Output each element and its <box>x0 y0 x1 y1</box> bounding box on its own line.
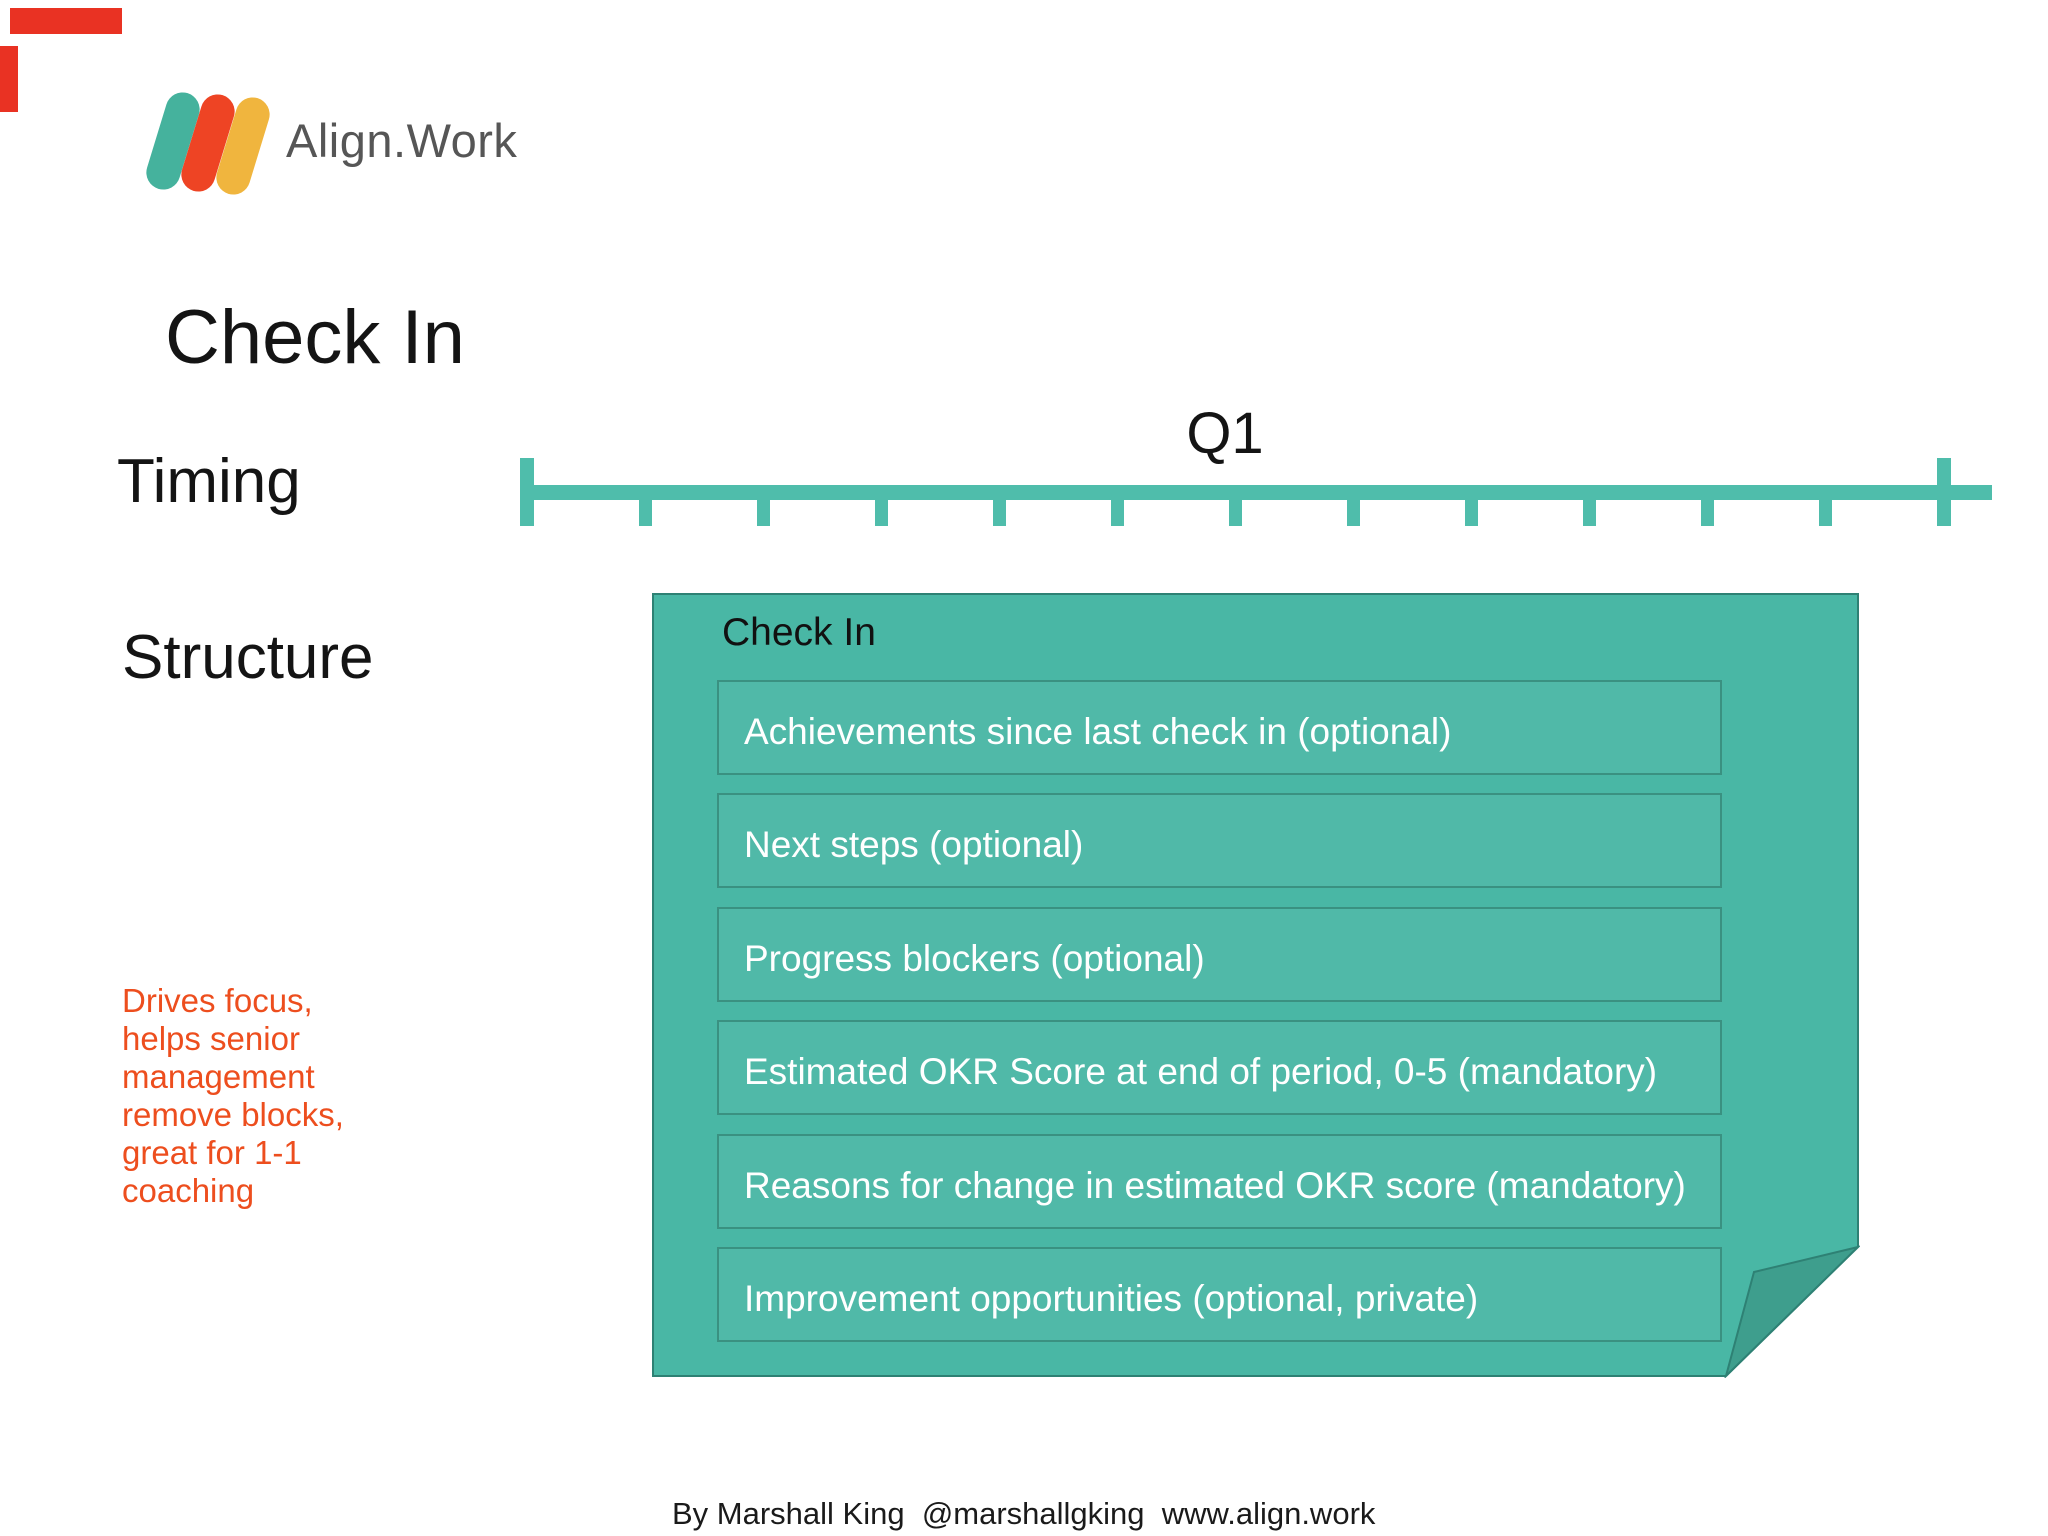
timeline-tick <box>757 500 770 526</box>
structure-row-label: Achievements since last check in (option… <box>744 710 1452 752</box>
note-line: great for 1-1 <box>122 1134 302 1171</box>
structure-row: Achievements since last check in (option… <box>717 680 1722 775</box>
timeline-tick <box>1819 500 1832 526</box>
structure-row: Next steps (optional) <box>717 793 1722 888</box>
structure-row-label: Estimated OKR Score at end of period, 0-… <box>744 1050 1658 1092</box>
structure-row-label: Next steps (optional) <box>744 823 1084 865</box>
footer-credit: By Marshall King @marshallgking www.alig… <box>672 1496 1376 1531</box>
logo-wordmark: Align.Work <box>286 114 518 167</box>
structure-label: Structure <box>122 623 374 692</box>
quarter-label: Q1 <box>1186 401 1264 466</box>
folded-corner-icon <box>1724 1245 1860 1378</box>
structure-row: Progress blockers (optional) <box>717 907 1722 1002</box>
structure-row-label: Progress blockers (optional) <box>744 937 1205 979</box>
corner-mark-horizontal <box>10 8 122 34</box>
structure-row-label: Reasons for change in estimated OKR scor… <box>744 1164 1686 1206</box>
check-in-panel: Check In Achievements since last check i… <box>652 593 1860 1378</box>
timing-label: Timing <box>117 447 301 516</box>
timeline-tick <box>1347 500 1360 526</box>
panel-title: Check In <box>722 611 876 654</box>
timeline-end-tick <box>1937 458 1951 526</box>
corner-mark-vertical <box>0 46 18 112</box>
note-line: coaching <box>122 1172 255 1209</box>
timeline-tick <box>1583 500 1596 526</box>
page-title: Check In <box>165 295 465 380</box>
structure-row: Reasons for change in estimated OKR scor… <box>717 1134 1722 1229</box>
timeline-tick <box>639 500 652 526</box>
timeline-tick <box>1701 500 1714 526</box>
structure-row-label: Improvement opportunities (optional, pri… <box>744 1277 1479 1319</box>
panel-background <box>652 593 1860 1378</box>
timeline-start-tick <box>520 458 534 526</box>
note-line: Drives focus, <box>122 982 313 1019</box>
timeline-tick <box>1229 500 1242 526</box>
timeline-tick <box>1465 500 1478 526</box>
timeline-tick <box>993 500 1006 526</box>
note-line: remove blocks, <box>122 1096 344 1133</box>
benefits-note: Drives focus, helps senior management re… <box>122 982 344 1210</box>
structure-row: Improvement opportunities (optional, pri… <box>717 1247 1722 1342</box>
note-line: helps senior <box>122 1020 300 1057</box>
note-line: management <box>122 1058 315 1095</box>
timeline-tick <box>875 500 888 526</box>
timeline-tick <box>1111 500 1124 526</box>
structure-row: Estimated OKR Score at end of period, 0-… <box>717 1020 1722 1115</box>
timeline-bar <box>520 485 1992 500</box>
